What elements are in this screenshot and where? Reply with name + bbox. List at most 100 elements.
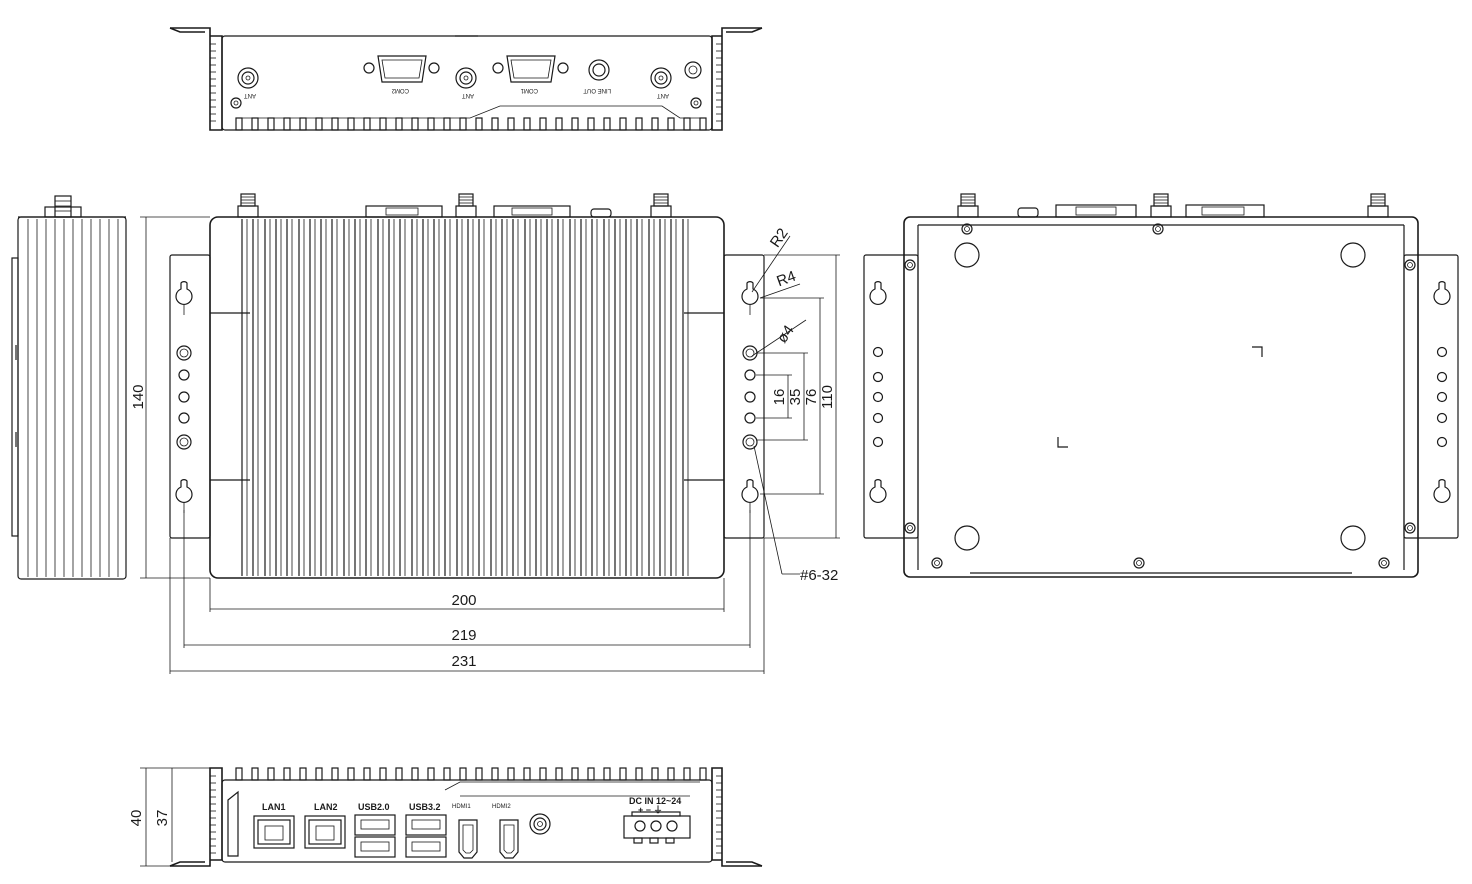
mount-hole-small — [178, 391, 190, 403]
bottom-screw — [931, 557, 943, 569]
rear-bottom-fin — [539, 117, 547, 131]
dimension-lines: 140 200 219 231 110 76 35 16 — [130, 216, 840, 674]
rear-bottom-fin — [379, 117, 387, 131]
keyhole-slot — [869, 281, 887, 305]
front-top-fin — [635, 767, 643, 781]
rear-bottom-fin — [235, 117, 243, 131]
rear-bottom-fin — [651, 117, 659, 131]
label-com1: COM1 — [520, 87, 538, 93]
antenna-nut — [237, 205, 259, 218]
front-top-fin — [251, 767, 259, 781]
rear-bottom-fin — [315, 117, 323, 131]
dim-76: 76 — [803, 389, 820, 406]
keyhole-slot — [869, 479, 887, 503]
rear-bottom-fin — [699, 117, 707, 131]
label-ant-3: ANT — [657, 92, 669, 98]
antenna-connector-2 — [455, 67, 477, 89]
rear-bottom-fin — [283, 117, 291, 131]
front-top-fin — [555, 767, 563, 781]
label-com2: COM2 — [391, 87, 409, 93]
dim-219: 219 — [451, 627, 476, 644]
front-top-fin — [427, 767, 435, 781]
rear-bottom-fin — [299, 117, 307, 131]
front-top-fin — [299, 767, 307, 781]
rear-bottom-fin — [507, 117, 515, 131]
com-top-inner — [1201, 206, 1245, 216]
usb20-ports — [354, 814, 396, 858]
rear-bottom-fin — [619, 117, 627, 131]
bracket-screw — [904, 259, 916, 271]
front-top-fin — [571, 767, 579, 781]
front-top-fin — [331, 767, 339, 781]
mount-hole-inner — [179, 348, 189, 358]
front-top-fin — [539, 767, 547, 781]
rear-bottom-fin — [523, 117, 531, 131]
label-line-out: LINE OUT — [583, 87, 611, 93]
mount-hole-inner — [745, 437, 755, 447]
side-view — [11, 195, 127, 580]
front-top-fin — [667, 767, 675, 781]
mount-hole-small — [744, 391, 756, 403]
mount-hole — [176, 345, 192, 361]
front-top-fin — [523, 767, 531, 781]
hdmi2-port — [499, 819, 519, 859]
front-top-fin — [491, 767, 499, 781]
rear-bottom-fin — [267, 117, 275, 131]
line-out-top — [1017, 207, 1039, 218]
dim-front-37: 37 — [154, 810, 171, 827]
mount-hole-small — [744, 412, 756, 424]
hdmi1-port — [458, 819, 478, 859]
line-out-jack — [588, 59, 610, 81]
bottom-screw — [1133, 557, 1145, 569]
keyhole-slot — [741, 479, 759, 503]
com-top — [1055, 204, 1137, 218]
bracket-hole — [1436, 412, 1448, 424]
rear-bottom-fin — [667, 117, 675, 131]
mount-hole — [742, 345, 758, 361]
dim-screw-thread: #6-32 — [800, 567, 838, 584]
rear-bottom-fin — [587, 117, 595, 131]
mount-hole-inner — [745, 348, 755, 358]
label-hdmi1: HDMI1 — [452, 804, 471, 810]
rear-bottom-fin — [347, 117, 355, 131]
bracket-screw — [1404, 522, 1416, 534]
bracket-screw-inner — [1407, 262, 1413, 268]
front-panel-view: 40 37 LAN1 LAN2 USB2.0 USB3.2 — [128, 767, 763, 867]
bracket-hole — [1436, 346, 1448, 358]
antenna-connector-1 — [237, 67, 259, 89]
bracket-screw-inner — [907, 262, 913, 268]
front-top-fin — [683, 767, 691, 781]
bracket-hole — [872, 371, 884, 383]
bottom-screw-inner — [1381, 560, 1387, 566]
label-lan1: LAN1 — [262, 802, 286, 812]
dim-110: 110 — [819, 385, 836, 409]
bottom-view — [863, 193, 1459, 578]
dim-140: 140 — [130, 384, 147, 409]
bracket-hole — [1436, 371, 1448, 383]
keyhole-slot — [741, 281, 759, 305]
dim-35: 35 — [787, 389, 804, 406]
dc-in-terminal — [623, 811, 691, 844]
label-usb20: USB2.0 — [358, 802, 390, 812]
bracket-screw-inner — [907, 525, 913, 531]
bracket-hole — [1436, 436, 1448, 448]
dim-front-40: 40 — [128, 810, 145, 827]
keyhole-slot — [175, 281, 193, 305]
front-top-fin — [347, 767, 355, 781]
bracket-hole — [1436, 391, 1448, 403]
antenna-connector-3 — [650, 67, 672, 89]
mount-hole-small — [744, 369, 756, 381]
dim-16: 16 — [771, 389, 788, 406]
front-top-fin — [603, 767, 611, 781]
dim-r4: R4 — [774, 268, 798, 291]
rear-bottom-fin — [443, 117, 451, 131]
bracket-screw — [1404, 259, 1416, 271]
dim-200: 200 — [451, 592, 476, 609]
mount-hole — [742, 434, 758, 450]
label-hdmi2: HDMI2 — [492, 804, 511, 810]
front-top-fin — [411, 767, 419, 781]
rear-bottom-fin — [683, 117, 691, 131]
usb32-ports — [405, 814, 447, 858]
bracket-screw-inner — [1407, 525, 1413, 531]
front-top-fin — [699, 767, 707, 781]
